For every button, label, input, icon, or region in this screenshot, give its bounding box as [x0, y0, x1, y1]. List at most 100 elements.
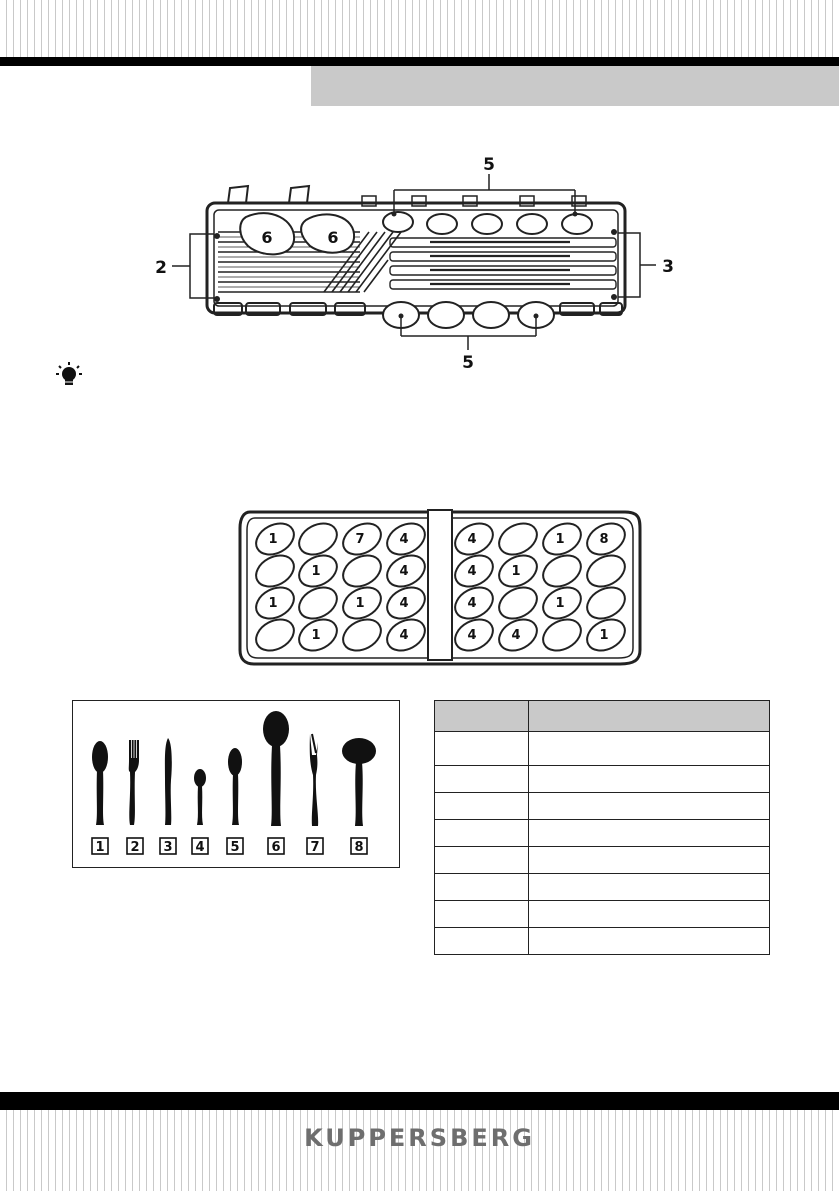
- basket-slot-label: 1: [268, 596, 277, 611]
- table-header-cell: [434, 700, 529, 732]
- footer-bar: [0, 1092, 839, 1110]
- basket-slot: [586, 554, 626, 588]
- basket-slot: [255, 586, 295, 620]
- serving-spoon-icon: [263, 711, 289, 826]
- table-row: [434, 792, 770, 820]
- table-header-cell: [528, 700, 770, 732]
- basket-slot-label: 1: [311, 564, 320, 579]
- basket-slot: [454, 554, 494, 588]
- basket-slot: [498, 522, 538, 556]
- cutlery-number: 2: [130, 840, 139, 855]
- basket-slot-label: 1: [555, 596, 564, 611]
- basket-slot: [298, 586, 338, 620]
- header-bar: [0, 57, 839, 66]
- table-row: [434, 900, 770, 928]
- table-row: [434, 873, 770, 901]
- basket-slot: [255, 618, 295, 652]
- basket-slot: [342, 586, 382, 620]
- basket-slot-label: 4: [467, 532, 476, 547]
- basket-slot-label: 8: [599, 532, 608, 547]
- basket-slot: [386, 554, 426, 588]
- cutlery-number-box: [226, 837, 244, 855]
- serving-fork-icon: [309, 733, 319, 826]
- upper-rack-diagram: 6 6 5 5 2 3: [155, 155, 674, 373]
- callout-3: 3: [662, 257, 674, 277]
- cutlery-legend-table: [434, 700, 770, 955]
- cutlery-number-box: [306, 837, 324, 855]
- basket-slot: [255, 554, 295, 588]
- basket-slot: [454, 522, 494, 556]
- table-row: [434, 819, 770, 847]
- table-row: [434, 927, 770, 955]
- basket-slot-label: 4: [467, 564, 476, 579]
- cutlery-number-box: [350, 837, 368, 855]
- basket-slot: [342, 618, 382, 652]
- ladle-icon: [342, 738, 376, 826]
- spoon-icon: [92, 741, 108, 825]
- basket-slot: [386, 586, 426, 620]
- basket-slot: [498, 618, 538, 652]
- cutlery-number: 6: [271, 840, 280, 855]
- cutlery-number-box: [159, 837, 177, 855]
- basket-slot: [586, 586, 626, 620]
- basket-slot: [454, 586, 494, 620]
- basket-slot-label: 4: [511, 628, 520, 643]
- cutlery-number: 8: [354, 840, 363, 855]
- cup-label-left: 6: [261, 228, 272, 247]
- section-title-tab: [311, 66, 839, 106]
- cutlery-number: 4: [195, 840, 204, 855]
- basket-slot: [542, 586, 582, 620]
- basket-slot-label: 1: [268, 532, 277, 547]
- basket-slot: [386, 522, 426, 556]
- basket-slot-label: 4: [399, 532, 408, 547]
- basket-slot: [542, 618, 582, 652]
- basket-slot-label: 1: [355, 596, 364, 611]
- basket-slot: [542, 554, 582, 588]
- basket-slot-label: 7: [355, 532, 364, 547]
- cutlery-number: 5: [230, 840, 239, 855]
- basket-slot-label: 4: [467, 596, 476, 611]
- basket-slot: [586, 618, 626, 652]
- cutlery-types-panel: [72, 700, 400, 868]
- basket-slot-label: 4: [399, 596, 408, 611]
- table-row: [434, 846, 770, 874]
- basket-slot: [342, 522, 382, 556]
- callout-5-top: 5: [483, 155, 495, 175]
- teaspoon-icon: [194, 769, 206, 825]
- lightbulb-icon: [56, 362, 82, 385]
- basket-slot: [498, 554, 538, 588]
- basket-slot: [498, 586, 538, 620]
- knife-icon: [164, 738, 172, 825]
- basket-slot: [342, 554, 382, 588]
- basket-slot: [386, 618, 426, 652]
- basket-slot-label: 4: [399, 564, 408, 579]
- basket-slot-label: 1: [311, 628, 320, 643]
- basket-slot-label: 1: [555, 532, 564, 547]
- footer-stripes: [0, 1110, 839, 1191]
- cutlery-number-box: [267, 837, 285, 855]
- basket-slot: [298, 522, 338, 556]
- cutlery-number: 1: [95, 840, 104, 855]
- callout-2: 2: [155, 258, 167, 278]
- cutlery-number-box: [91, 837, 109, 855]
- dessert-spoon-icon: [228, 748, 242, 825]
- brand-logo: KUPPERSBERG: [304, 1124, 535, 1152]
- basket-slot: [454, 618, 494, 652]
- fork-icon: [128, 740, 139, 825]
- basket-slot: [542, 522, 582, 556]
- table-row: [434, 765, 770, 793]
- basket-slot: [298, 554, 338, 588]
- table-row: [434, 731, 770, 766]
- header-stripes: [0, 0, 839, 57]
- cutlery-number-box: [191, 837, 209, 855]
- cup-label-right: 6: [327, 228, 338, 247]
- basket-slot-label: 4: [467, 628, 476, 643]
- basket-slot-label: 1: [599, 628, 608, 643]
- cutlery-number-box: [126, 837, 144, 855]
- callout-5-bottom: 5: [462, 353, 474, 373]
- basket-slot: [298, 618, 338, 652]
- basket-slot-label: 4: [399, 628, 408, 643]
- cutlery-number: 3: [163, 840, 172, 855]
